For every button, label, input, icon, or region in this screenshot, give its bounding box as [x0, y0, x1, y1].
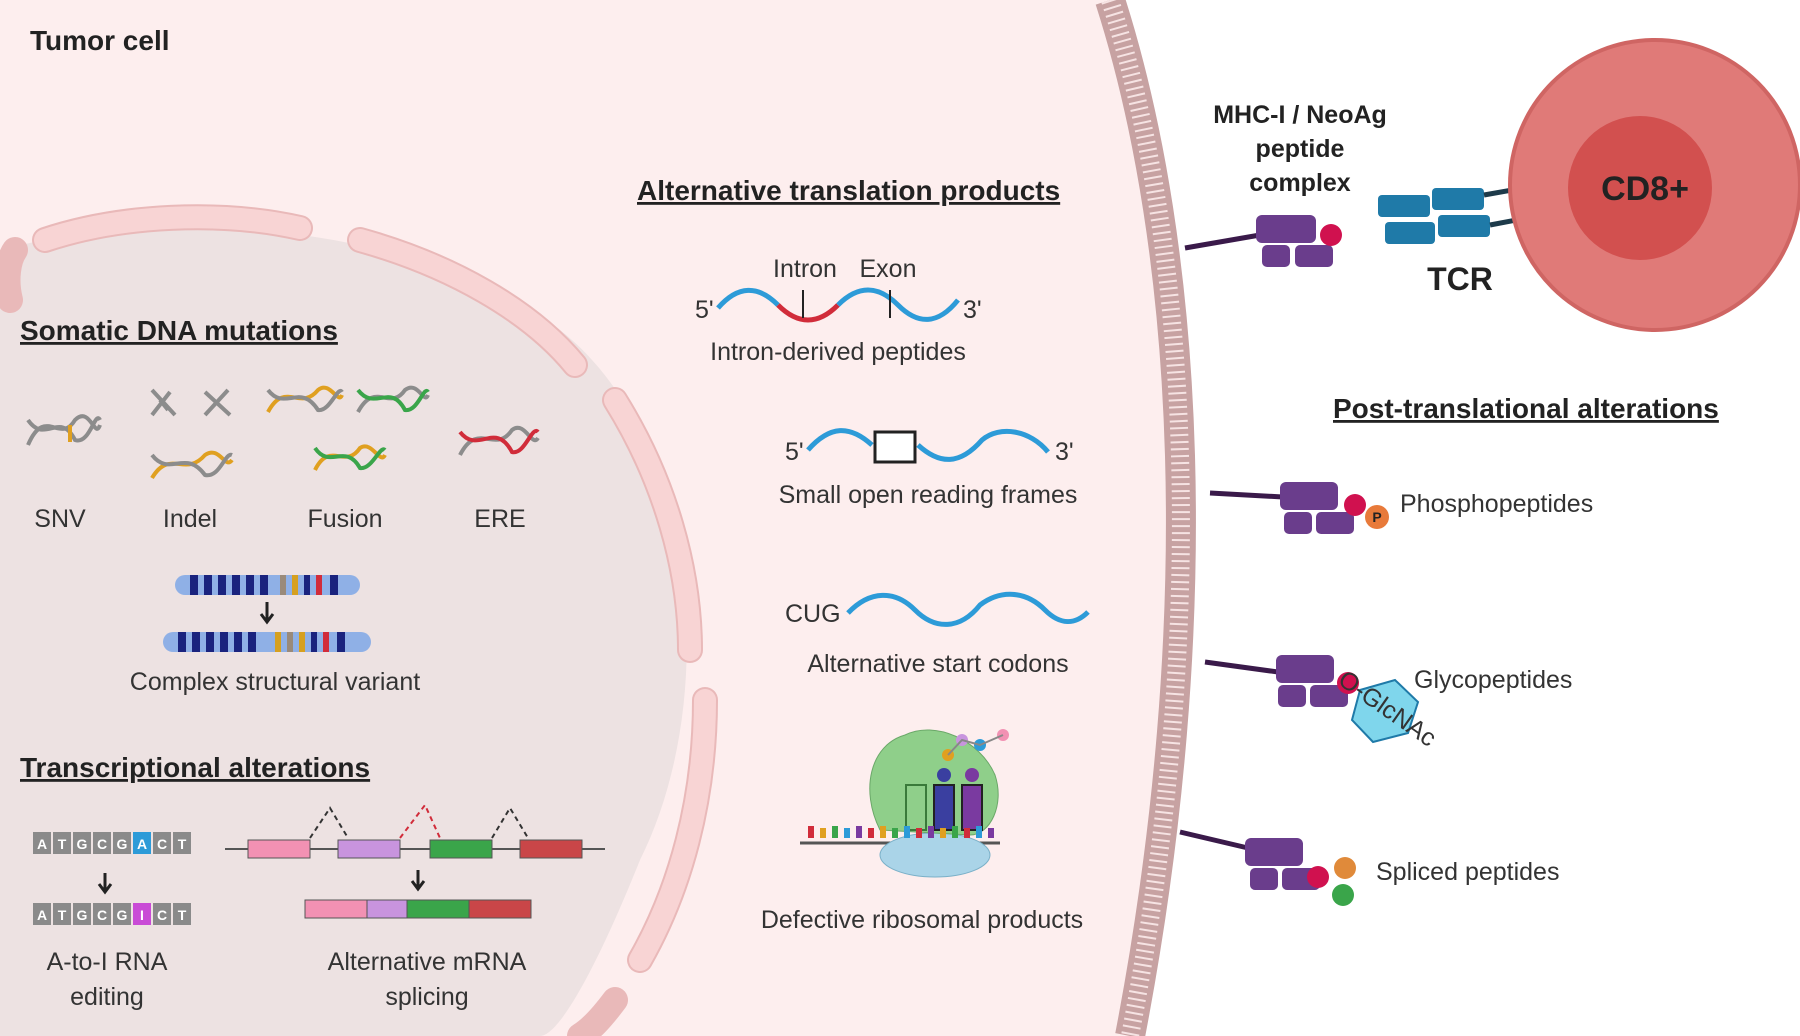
arrow-down-icon: [97, 873, 113, 895]
label-5prime-2: 5': [785, 438, 804, 466]
arrow-down-icon: [410, 870, 426, 892]
seq-before-base-letter: C: [157, 836, 167, 852]
tumor-cell-title: Tumor cell: [30, 25, 170, 56]
label-cug: CUG: [785, 600, 841, 628]
complex-label-3: complex: [1249, 169, 1351, 197]
label-3prime-1: 3': [963, 296, 982, 324]
label-splicing-2: splicing: [385, 983, 468, 1011]
seq-after-base-box: [153, 903, 171, 925]
chromosome-after-icon: [163, 632, 371, 652]
seq-after-base-box: [33, 903, 51, 925]
seq-before-base-box: [153, 832, 171, 854]
label-smorf: Small open reading frames: [779, 481, 1078, 509]
splicing-pre-mrna: [225, 803, 605, 859]
seq-after-base-letter: G: [117, 907, 128, 923]
seq-before-base-letter: T: [178, 836, 187, 852]
dna-ere-icon: [458, 425, 540, 456]
label-3prime-2: 3': [1055, 438, 1074, 466]
seq-after-base-box: [93, 903, 111, 925]
seq-before-base-box: [33, 832, 51, 854]
seq-before-base-box: [113, 832, 131, 854]
seq-after-base-letter: C: [97, 907, 107, 923]
label-structural-variant: Complex structural variant: [130, 668, 420, 696]
seq-after-base-box: [73, 903, 91, 925]
label-editing-1: A-to-I RNA: [47, 948, 168, 976]
label-intron: Intron: [773, 255, 837, 283]
dna-indel-icon: [150, 388, 234, 480]
label-phospho: Phosphopeptides: [1400, 490, 1593, 518]
seq-before-base-box: [73, 832, 91, 854]
smorf-box-icon: [873, 430, 917, 464]
chromosome-before-icon: [175, 575, 360, 595]
seq-before-base-letter: A: [137, 836, 147, 852]
label-spliced: Spliced peptides: [1376, 858, 1559, 886]
spliced-mhc-icon: [1179, 829, 1356, 906]
somatic-heading: Somatic DNA mutations: [20, 315, 338, 346]
seq-after-base-letter: C: [157, 907, 167, 923]
seq-before-base-letter: A: [37, 836, 47, 852]
phospho-tag: P: [1372, 509, 1381, 525]
label-splicing-1: Alternative mRNA: [328, 948, 527, 976]
label-intron-derived: Intron-derived peptides: [710, 338, 966, 366]
seq-after-base-box: [53, 903, 71, 925]
cd8-cell-inner: [1568, 116, 1712, 260]
rna-exon-icon: [836, 287, 960, 322]
dna-snv-icon: [26, 414, 102, 446]
mhc-complex-icon: [1184, 215, 1342, 267]
ribosome-icon: [800, 729, 1009, 878]
label-drip: Defective ribosomal products: [761, 906, 1083, 934]
label-exon: Exon: [860, 255, 917, 283]
cell-membrane-inner: [1101, 0, 1190, 1036]
label-5prime-1: 5': [695, 296, 714, 324]
label-glyco: Glycopeptides: [1414, 666, 1572, 694]
seq-before-base-box: [93, 832, 111, 854]
rna-start-icon: [846, 591, 1090, 627]
seq-before-base-box: [173, 832, 191, 854]
seq-before-base-box: [133, 832, 151, 854]
seq-before-base-letter: T: [58, 836, 67, 852]
label-indel: Indel: [163, 505, 217, 533]
post-heading: Post-translational alterations: [1333, 393, 1719, 424]
seq-before-base-letter: C: [97, 836, 107, 852]
rna-intron-icon: [716, 287, 780, 310]
complex-label-2: peptide: [1256, 135, 1345, 163]
tcr-label: TCR: [1427, 261, 1493, 297]
rna-intron-red: [776, 303, 840, 323]
dna-fusion-icon: [266, 385, 430, 471]
seq-after-base-letter: G: [77, 907, 88, 923]
seq-after-base-letter: I: [140, 907, 144, 923]
label-snv: SNV: [34, 505, 86, 533]
translation-heading: Alternative translation products: [637, 175, 1060, 206]
arrow-down-icon: [259, 602, 275, 625]
label-fusion: Fusion: [307, 505, 382, 533]
seq-after-base-box: [113, 903, 131, 925]
rna-smorf-icon: [806, 428, 1050, 462]
splicing-mature-mrna: [304, 899, 532, 919]
cd8-label: CD8+: [1601, 170, 1689, 208]
label-start-codons: Alternative start codons: [807, 650, 1068, 678]
seq-before-base-letter: G: [117, 836, 128, 852]
seq-after-base-box: [133, 903, 151, 925]
seq-after-base-letter: A: [37, 907, 47, 923]
phospho-mhc-icon: P: [1209, 482, 1389, 534]
nuclear-envelope: [0, 204, 718, 1036]
seq-after-base-box: [173, 903, 191, 925]
label-editing-2: editing: [70, 983, 144, 1011]
seq-after-base-letter: T: [58, 907, 67, 923]
label-ere: ERE: [474, 505, 525, 533]
complex-label-1: MHC-I / NeoAg: [1213, 101, 1387, 129]
seq-before-base-box: [53, 832, 71, 854]
seq-after-base-letter: T: [178, 907, 187, 923]
seq-before-base-letter: G: [77, 836, 88, 852]
transcriptional-heading: Transcriptional alterations: [20, 752, 370, 783]
